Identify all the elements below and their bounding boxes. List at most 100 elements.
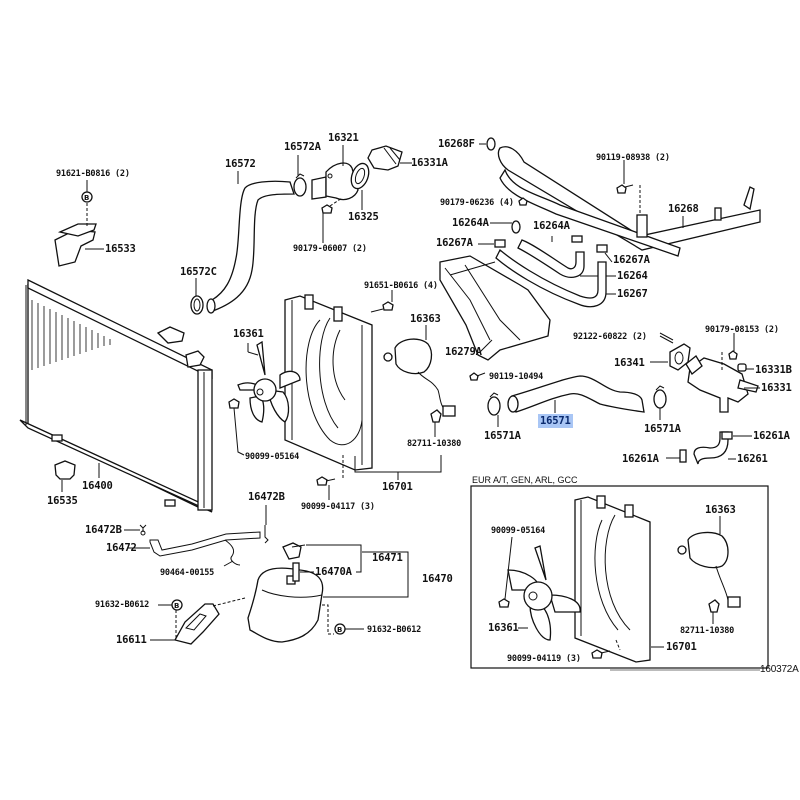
part-label-90099-04117[interactable]: 90099-04117 (3) <box>301 502 375 512</box>
inset-cooling-fan-16361[interactable] <box>507 545 581 641</box>
part-label-16341[interactable]: 16341 <box>614 357 645 369</box>
part-label-90179-06007[interactable]: 90179-06007 (2) <box>293 244 367 254</box>
inset-fan-motor-16363[interactable] <box>677 531 741 608</box>
part-label-90179-08153[interactable]: 90179-08153 (2) <box>705 325 779 335</box>
upper-hose-16572[interactable] <box>206 180 295 314</box>
part-label-16361[interactable]: 16361 <box>233 328 264 340</box>
clamp-16264a-right[interactable] <box>571 235 583 243</box>
nut-90099-05164[interactable] <box>228 398 240 409</box>
part-label-16261a-lower[interactable]: 16261A <box>622 453 659 465</box>
inset-part-label-82711-10380[interactable]: 82711-10380 <box>680 626 735 636</box>
part-label-16321[interactable]: 16321 <box>328 132 359 144</box>
part-label-16571a-left[interactable]: 16571A <box>484 430 521 442</box>
inset-bolt-90099-04119[interactable] <box>591 649 611 659</box>
nut-90179-08153[interactable] <box>728 350 738 360</box>
inset-part-label-90099-04119[interactable]: 90099-04119 (3) <box>507 654 581 664</box>
bolt-91651-b0616[interactable] <box>370 301 394 313</box>
lower-hose-16571[interactable] <box>507 375 645 413</box>
reservoir-tank-16470[interactable] <box>247 567 324 643</box>
clamp-16264a-left[interactable] <box>511 220 521 234</box>
part-label-16572a[interactable]: 16572A <box>284 141 321 153</box>
part-label-16267a-right[interactable]: 16267A <box>613 254 650 266</box>
part-label-16470a[interactable]: 16470A <box>315 566 352 578</box>
o-ring-16268f[interactable] <box>486 137 496 151</box>
part-label-82711-10380[interactable]: 82711-10380 <box>407 439 462 449</box>
part-label-16331a[interactable]: 16331A <box>411 157 448 169</box>
hose-16264[interactable] <box>517 239 585 278</box>
part-label-16264a-right[interactable]: 16264A <box>533 220 570 232</box>
part-label-16611[interactable]: 16611 <box>116 634 147 646</box>
gasket-16325[interactable] <box>348 161 372 191</box>
shroud-plate-16279a[interactable] <box>439 255 551 361</box>
connector-clip-82711-10380[interactable] <box>430 409 442 423</box>
part-label-16571-selected[interactable]: 16571 <box>538 414 573 428</box>
part-label-16472b-right[interactable]: 16472B <box>248 491 285 503</box>
part-label-16325[interactable]: 16325 <box>348 211 379 223</box>
stud-92122-60822[interactable] <box>659 332 674 344</box>
gasket-16341[interactable] <box>669 343 691 371</box>
bolt-90119-10494[interactable] <box>469 372 486 381</box>
part-label-16535[interactable]: 16535 <box>47 495 78 507</box>
clamp-16267a-right[interactable] <box>596 244 608 253</box>
part-label-16261a-upper[interactable]: 16261A <box>753 430 790 442</box>
thermostat-16331a[interactable] <box>367 145 403 171</box>
part-label-16279a[interactable]: 16279A <box>445 346 482 358</box>
part-label-91651-b0616[interactable]: 91651-B0616 (4) <box>364 281 438 291</box>
inset-part-label-16701[interactable]: 16701 <box>666 641 697 653</box>
radiator-support-16533[interactable] <box>54 223 97 267</box>
fan-shroud-16701[interactable] <box>284 294 373 471</box>
hose-clip-16472b-left[interactable] <box>139 524 147 536</box>
part-label-16571a-right[interactable]: 16571A <box>644 423 681 435</box>
part-label-16331b[interactable]: 16331B <box>755 364 792 376</box>
bolt-90119-08938[interactable] <box>616 184 634 194</box>
clamp-16267a-left[interactable] <box>494 239 506 248</box>
inset-part-label-16363[interactable]: 16363 <box>705 504 736 516</box>
clamp-90464-00155[interactable] <box>224 539 241 566</box>
overflow-hose-16472[interactable] <box>149 531 261 557</box>
part-label-90099-05164[interactable]: 90099-05164 <box>245 452 300 462</box>
part-label-16471[interactable]: 16471 <box>372 552 403 564</box>
hose-16267[interactable] <box>495 248 607 308</box>
part-label-16267[interactable]: 16267 <box>617 288 648 300</box>
inset-part-label-90099-05164[interactable]: 90099-05164 <box>491 526 546 536</box>
part-label-90179-06236[interactable]: 90179-06236 (4) <box>440 198 514 208</box>
cooling-fan-16361[interactable] <box>237 340 301 423</box>
inset-nut-90099-05164[interactable] <box>498 598 510 608</box>
part-label-16533[interactable]: 16533 <box>105 243 136 255</box>
inset-part-label-16361[interactable]: 16361 <box>488 622 519 634</box>
tube-16470a[interactable] <box>292 562 300 582</box>
hose-clamp-16571a-left[interactable] <box>487 392 501 416</box>
inset-fan-shroud-16701[interactable] <box>574 495 651 663</box>
part-label-90464-00155[interactable]: 90464-00155 <box>160 568 215 578</box>
part-label-16363[interactable]: 16363 <box>410 313 441 325</box>
part-label-16701[interactable]: 16701 <box>382 481 413 493</box>
part-label-16268f[interactable]: 16268F <box>438 138 475 150</box>
nut-90179-06236[interactable] <box>518 197 528 206</box>
part-label-91632-b0612-upper[interactable]: 91632-B0612 <box>95 600 150 610</box>
cap-16331b[interactable] <box>737 363 747 372</box>
bolt-90099-04117[interactable] <box>316 476 336 486</box>
part-label-16264a-left[interactable]: 16264A <box>452 217 489 229</box>
water-outlet-16321[interactable] <box>311 162 359 201</box>
part-label-16264[interactable]: 16264 <box>617 270 648 282</box>
clamp-16261a-lower[interactable] <box>679 449 687 463</box>
part-label-91621-b0816[interactable]: 91621-B0816 (2) <box>56 169 130 179</box>
drain-plug-16535[interactable] <box>54 460 76 492</box>
part-label-90119-08938[interactable]: 90119-08938 (2) <box>596 153 670 163</box>
hose-clamp-16571a-right[interactable] <box>653 385 667 409</box>
water-inlet-16331[interactable] <box>685 355 759 413</box>
part-label-16267a-left[interactable]: 16267A <box>436 237 473 249</box>
part-label-16472b-left[interactable]: 16472B <box>85 524 122 536</box>
reservoir-cap-16471[interactable] <box>282 542 306 560</box>
part-label-16268[interactable]: 16268 <box>668 203 699 215</box>
part-label-16400[interactable]: 16400 <box>82 480 113 492</box>
hose-clamp-16572a[interactable] <box>293 173 307 197</box>
part-label-16331[interactable]: 16331 <box>761 382 792 394</box>
hose-clip-16472b-right[interactable] <box>264 525 269 544</box>
part-label-16472[interactable]: 16472 <box>106 542 137 554</box>
part-label-16572[interactable]: 16572 <box>225 158 256 170</box>
clamp-16261a-upper[interactable] <box>721 431 733 440</box>
part-label-90119-10494[interactable]: 90119-10494 <box>489 372 544 382</box>
part-label-91632-b0612-lower[interactable]: 91632-B0612 <box>367 625 422 635</box>
nut-90179-06007[interactable] <box>321 204 333 214</box>
